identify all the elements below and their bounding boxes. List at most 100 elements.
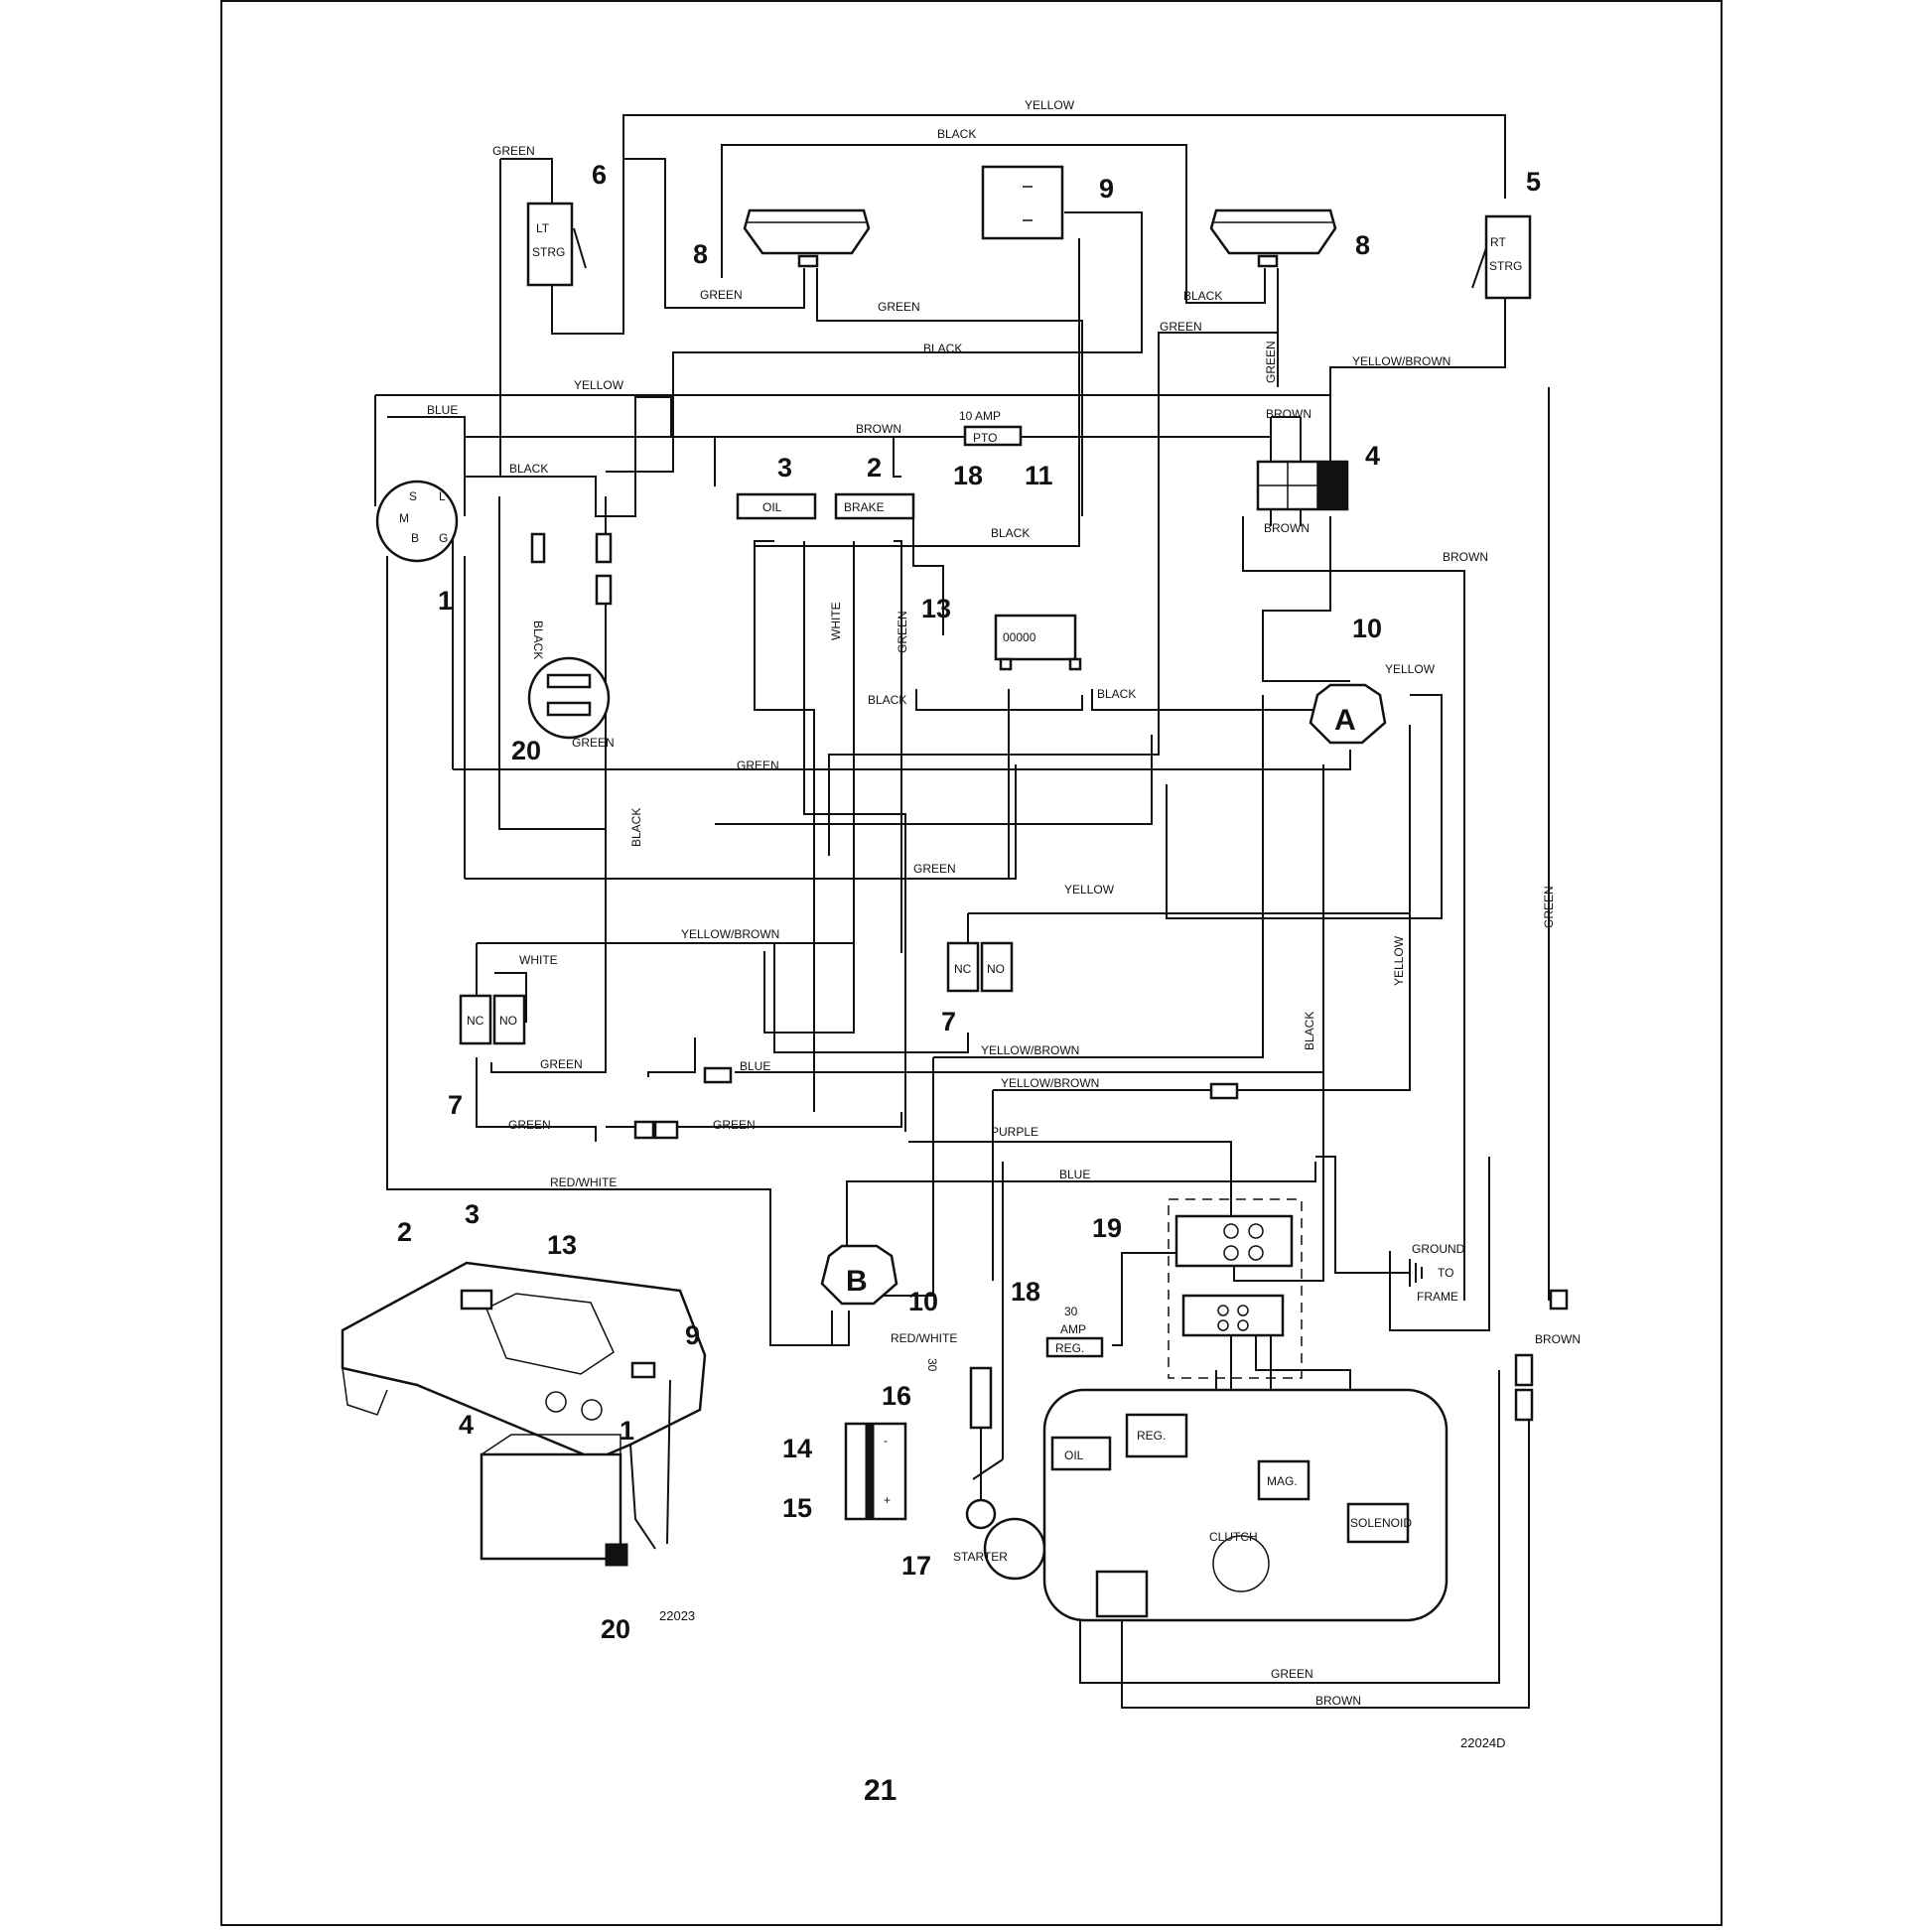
callout-1: 1 xyxy=(438,586,453,616)
wl-black-row: BLACK xyxy=(923,342,962,355)
wl-green-bottom: GREEN xyxy=(1271,1667,1313,1681)
callout-13: 13 xyxy=(921,594,951,623)
right-nc-label: NC xyxy=(954,962,972,976)
connector-b: B xyxy=(820,1244,898,1306)
wl-yellow-brown-mid: YELLOW/BROWN xyxy=(981,1043,1079,1057)
wl-green-row775: GREEN xyxy=(737,759,779,772)
wire-labels: YELLOW BLACK GREEN GREEN GREEN BLACK GRE… xyxy=(427,98,1581,1708)
callout-18-top: 18 xyxy=(953,461,983,490)
wl-brown-conn: BROWN xyxy=(1535,1332,1581,1346)
callout-numbers: 1 1 2 2 3 3 4 4 5 6 7 7 8 8 9 9 10 10 11… xyxy=(397,160,1541,1644)
connector-a-label: A xyxy=(1334,704,1356,737)
wl-green-8r: GREEN xyxy=(1160,320,1202,334)
callout-7-left: 7 xyxy=(448,1090,463,1120)
callout-2: 2 xyxy=(867,453,882,483)
callout-18-bottom: 18 xyxy=(1011,1277,1040,1307)
wl-brown-4top: BROWN xyxy=(1266,407,1311,421)
callout-2-inset: 2 xyxy=(397,1217,412,1247)
fuse-reg-label: REG. xyxy=(1055,1341,1084,1355)
callout-9: 9 xyxy=(1099,174,1114,204)
headlight-left xyxy=(743,208,871,268)
wl-black-13: BLACK xyxy=(868,693,906,707)
right-no-label: NO xyxy=(987,962,1005,976)
wl-black-vert: BLACK xyxy=(629,808,643,847)
callout-10-a: 10 xyxy=(1352,614,1382,643)
magneto-label: MAG. xyxy=(1267,1474,1298,1488)
battery-plus: + xyxy=(884,1493,891,1507)
callout-16: 16 xyxy=(882,1381,911,1411)
pto-label: PTO xyxy=(973,431,997,445)
inset-figure-id: 22023 xyxy=(659,1608,695,1623)
inline-connectors xyxy=(633,1066,1569,1422)
wl-red-white-bot: RED/WHITE xyxy=(891,1331,957,1345)
wl-yellow-row900: YELLOW xyxy=(1064,883,1115,897)
relay xyxy=(527,532,613,740)
wl-purple: PURPLE xyxy=(991,1125,1038,1139)
ignition-g-label: G xyxy=(439,531,448,545)
callout-9-inset: 9 xyxy=(685,1320,700,1350)
seat-switch xyxy=(981,165,1064,240)
ground-line1: GROUND xyxy=(1412,1242,1465,1256)
starter-label: STARTER xyxy=(953,1550,1008,1564)
wire-harness-connector xyxy=(1168,1198,1303,1379)
wl-black-a: BLACK xyxy=(1097,687,1136,701)
wl-yellow-a: YELLOW xyxy=(1385,662,1436,676)
engine-oil-label: OIL xyxy=(1064,1449,1084,1462)
hour-meter-display: 00000 xyxy=(1003,630,1036,644)
oil-switch-label: OIL xyxy=(762,500,782,514)
battery-minus: - xyxy=(884,1434,888,1448)
wl-brown-row: BROWN xyxy=(856,422,901,436)
wl-brown-bottom: BROWN xyxy=(1315,1694,1361,1708)
wl-green-8r-vert: GREEN xyxy=(1264,341,1278,383)
engine-block: OIL REG. MAG. SOLENOID CLUTCH xyxy=(1042,1388,1449,1622)
wl-yellow-brown-low: YELLOW/BROWN xyxy=(1001,1076,1099,1090)
callout-4-inset: 4 xyxy=(459,1410,474,1440)
left-nc-label: NC xyxy=(467,1014,484,1028)
wl-yellow-right-vert: YELLOW xyxy=(1392,935,1406,986)
fuse-10-amp-label: 10 AMP xyxy=(959,409,1001,423)
wl-brown-right: BROWN xyxy=(1443,550,1488,564)
callout-19: 19 xyxy=(1092,1213,1122,1243)
wl-white-vert: WHITE xyxy=(829,602,843,640)
fuse-30-amp: 30 AMP REG. xyxy=(1045,1305,1104,1358)
wl-yellow-top: YELLOW xyxy=(1025,98,1075,112)
callout-15: 15 xyxy=(782,1493,812,1523)
connector-a: A xyxy=(1309,683,1387,745)
hour-meter: 00000 xyxy=(994,614,1082,671)
callout-1-inset: 1 xyxy=(620,1416,634,1446)
lt-strg-line1: LT xyxy=(536,221,550,235)
battery: - + xyxy=(844,1422,907,1521)
callout-4: 4 xyxy=(1365,441,1380,471)
brake-switch: BRAKE xyxy=(834,492,915,520)
safety-switch-left: NC NO xyxy=(459,994,526,1045)
wl-black-ign: BLACK xyxy=(509,462,548,476)
engine-reg-label: REG. xyxy=(1137,1429,1166,1443)
wl-red-white-top: RED/WHITE xyxy=(550,1175,617,1189)
wl-blue-low: BLUE xyxy=(1059,1168,1090,1181)
master-line1: 30 xyxy=(925,1358,939,1372)
chassis-inset xyxy=(341,1261,707,1567)
wl-black-top: BLACK xyxy=(937,127,976,141)
figure-id: 22024D xyxy=(1460,1735,1506,1750)
ignition-switch: S L M B G xyxy=(375,480,459,563)
callout-8-left: 8 xyxy=(693,239,708,269)
lt-strg-line2: STRG xyxy=(532,245,565,259)
wl-green-vert: GREEN xyxy=(896,611,909,653)
ground-line2: TO xyxy=(1438,1266,1453,1280)
page-number: 21 xyxy=(864,1774,897,1807)
ignition-s-label: S xyxy=(409,489,417,503)
wl-blue-ign: BLUE xyxy=(427,403,458,417)
wl-blue-mid: BLUE xyxy=(740,1059,770,1073)
headlight-right xyxy=(1209,208,1337,268)
ignition-l-label: L xyxy=(439,489,446,503)
wl-black-relay: BLACK xyxy=(531,621,545,659)
callout-3-inset: 3 xyxy=(465,1199,480,1229)
fuse-30-line1: 30 xyxy=(1064,1305,1078,1318)
wl-yellow-brown-7: YELLOW/BROWN xyxy=(681,927,779,941)
safety-switch-right: NC NO xyxy=(946,941,1014,993)
pto-switch xyxy=(1256,416,1349,526)
callout-10-b: 10 xyxy=(908,1287,938,1316)
wl-green-mid: GREEN xyxy=(878,300,920,314)
wl-black-mid: BLACK xyxy=(991,526,1030,540)
